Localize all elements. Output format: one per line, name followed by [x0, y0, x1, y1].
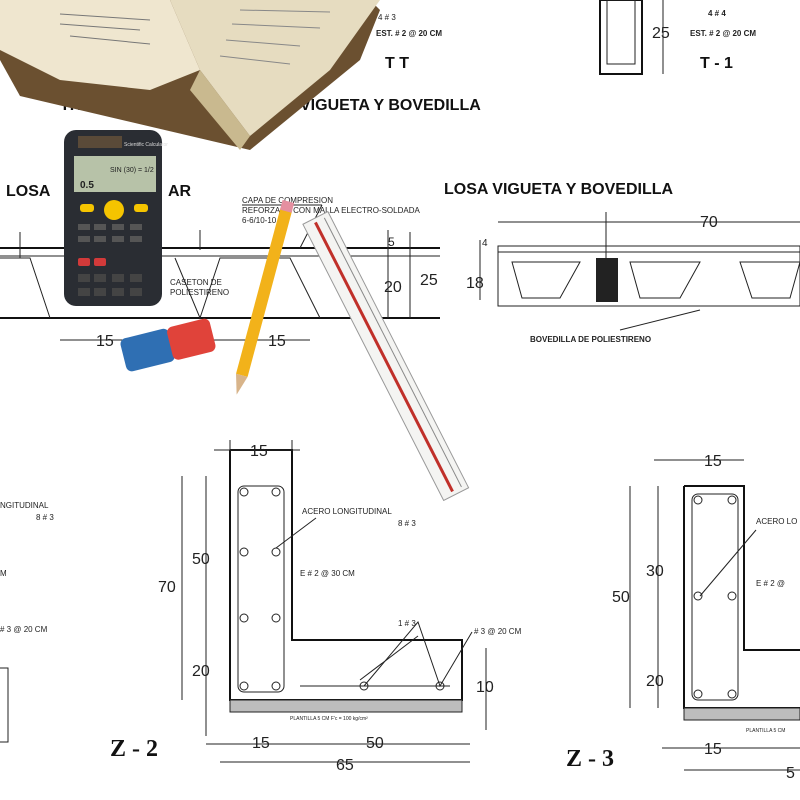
z2-dim-65: 65 [336, 757, 354, 774]
z2-bars [239, 487, 445, 691]
z2-stirrup: E # 2 @ 30 CM [300, 569, 355, 578]
pencil-image [236, 199, 295, 395]
losa-right-section [479, 212, 800, 331]
z3-dim-20: 20 [646, 673, 664, 690]
calculator-display-main: 0.5 [80, 180, 94, 191]
calculator-image [64, 130, 162, 306]
z3-stirrup: E # 2 @ [756, 579, 785, 588]
losa-dim-15a: 15 [96, 333, 114, 350]
z2-footing-section [181, 440, 487, 763]
losa-right-note: BOVEDILLA DE POLIESTIRENO [530, 335, 651, 344]
calculator-display-top: SIN (30) = 1/2 [110, 167, 154, 174]
z2-bar13: 1 # 3 [398, 619, 416, 628]
z3-dim-bottom15: 15 [704, 741, 722, 758]
z2-dim-20: 20 [192, 663, 210, 680]
z3-label: Z - 3 [566, 746, 614, 772]
z3-dim-top: 15 [704, 453, 722, 470]
t-left-stirrup: EST. # 2 @ 20 CM [376, 29, 442, 38]
z2-dim-bottom50: 50 [366, 735, 384, 752]
z2-plantilla: PLANTILLA 5 CM F'c = 100 kg/cm² [290, 716, 368, 722]
losa-dim-15b: 15 [268, 333, 286, 350]
losa-left-section [0, 204, 440, 341]
z3-footing-section [629, 459, 800, 771]
z2-dim-bottom15: 15 [252, 735, 270, 752]
z1-m: M [0, 569, 7, 578]
z1-long-label: NGITUDINAL [0, 501, 49, 510]
z3-bars [693, 495, 737, 699]
t1-section [599, 0, 664, 75]
z2-dim-50: 50 [192, 551, 210, 568]
calculator-brand: Scientific Calculator [124, 142, 168, 148]
losa-note-5: POLIESTIRENO [170, 288, 229, 297]
z3-dim-50: 50 [612, 589, 630, 606]
losa-left-title-tail: AR [168, 183, 192, 200]
losa-note-4: CASETON DE [170, 278, 222, 287]
losa-dim-25: 25 [420, 272, 438, 289]
losa-note-1: CAPA DE COMPRESION [242, 196, 333, 205]
z3-dim-30: 30 [646, 563, 664, 580]
heading-vigueta-bovedilla: VIGUETA Y BOVEDILLA [300, 97, 481, 114]
losa-dim-5: 5 [388, 235, 395, 249]
z2-acero: ACERO LONGITUDINAL [302, 507, 392, 516]
z2-acero-bars: 8 # 3 [398, 519, 416, 528]
eraser-image [120, 318, 216, 372]
z2-dim-top: 15 [250, 443, 268, 460]
t1-stirrup: EST. # 2 @ 20 CM [690, 29, 756, 38]
losa-right-dim-4: 4 [482, 238, 488, 249]
z3-dim-bottom5: 5 [786, 765, 795, 782]
losa-right-dim-70: 70 [700, 214, 718, 231]
t1-dim: 25 [652, 25, 670, 42]
z1-bars: 8 # 3 [36, 513, 54, 522]
scale-ruler-image [302, 210, 470, 502]
t-left-bars: 4 # 3 [378, 13, 396, 22]
z3-acero: ACERO LO [756, 517, 797, 526]
t-left-label: T T [385, 55, 409, 72]
z1-stirrup: # 3 @ 20 CM [0, 625, 48, 634]
losa-dim-20: 20 [384, 279, 402, 296]
losa-note-3: 6-6/10-10 [242, 216, 277, 225]
z2-dim-70: 70 [158, 579, 176, 596]
t1-label: T - 1 [700, 55, 733, 72]
losa-right-title: LOSA VIGUETA Y BOVEDILLA [444, 181, 674, 198]
losa-right-dim-18: 18 [466, 275, 484, 292]
open-book-image [0, 0, 380, 150]
t1-bars: 4 # 4 [708, 9, 726, 18]
z2-label: Z - 2 [110, 736, 158, 762]
z2-bar-rep: # 3 @ 20 CM [474, 627, 522, 636]
z2-dim-10: 10 [476, 679, 494, 696]
losa-note-2: REFORZADA CON MALLA ELECTRO-SOLDADA [242, 206, 420, 215]
z1-section [0, 667, 9, 743]
z3-plantilla: PLANTILLA 5 CM [746, 728, 785, 734]
losa-left-title: LOSA [6, 183, 51, 200]
